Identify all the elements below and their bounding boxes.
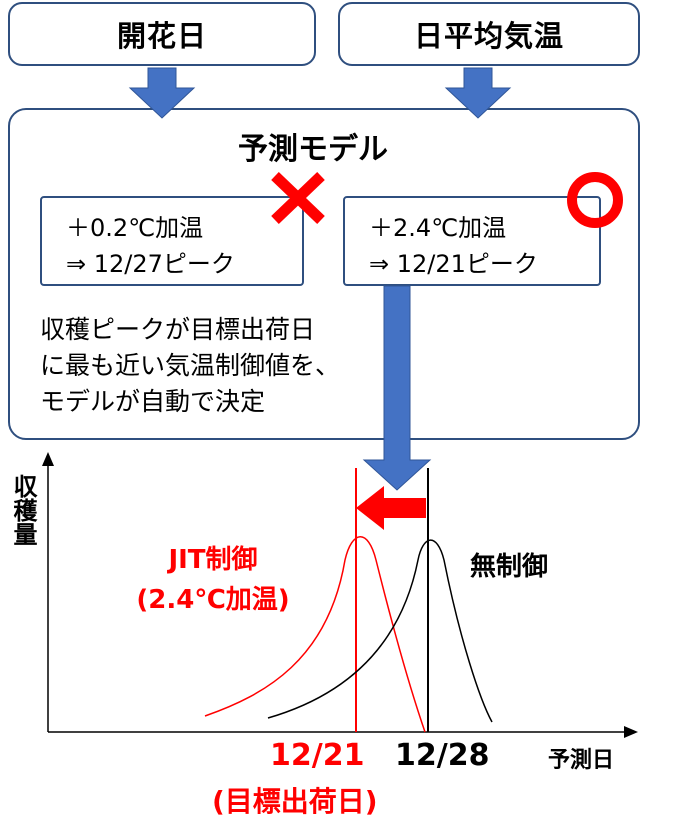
flow-arrow-left xyxy=(128,67,196,119)
daily-mean-temp-box: 日平均気温 xyxy=(338,2,640,66)
target-date-sublabel: (目標出荷日) xyxy=(212,785,378,818)
y-axis-label: 収穫量 xyxy=(9,474,37,546)
option-b-line2: ⇒ 12/21ピーク xyxy=(369,250,538,278)
shift-arrow-left xyxy=(356,486,426,530)
uncontrolled-series-label: 無制御 xyxy=(470,552,549,582)
jit-series-name: JIT制御 xyxy=(168,545,258,575)
uncontrolled-curve xyxy=(267,539,493,723)
flow-arrow-to-chart xyxy=(362,285,432,491)
model-note-line-3: モデルが自動で決定 xyxy=(40,387,266,416)
jit-control-curve xyxy=(204,536,426,733)
jit-series-label: JIT制御 (2.4℃加温) xyxy=(118,540,308,620)
model-note-line-1: 収穫ピークが目標出荷日 xyxy=(40,315,316,344)
target-date-label: 12/21 xyxy=(270,738,365,773)
x-axis-label: 予測日 xyxy=(548,748,615,773)
cross-icon xyxy=(271,172,325,224)
flowering-date-label: 開花日 xyxy=(116,19,207,53)
model-note: 収穫ピークが目標出荷日 に最も近い気温制御値を、 モデルが自動で決定 xyxy=(40,312,340,420)
option-a-line2: ⇒ 12/27ピーク xyxy=(66,250,235,278)
option-b-line1: ＋2.4℃加温 xyxy=(369,214,507,242)
x-axis-arrowhead xyxy=(624,726,638,738)
circle-icon xyxy=(567,172,623,228)
daily-mean-temp-label: 日平均気温 xyxy=(413,19,564,53)
flow-arrow-right xyxy=(444,67,512,119)
model-note-line-2: に最も近い気温制御値を、 xyxy=(40,351,341,380)
flowering-date-box: 開花日 xyxy=(8,2,316,66)
option-b-box: ＋2.4℃加温 ⇒ 12/21ピーク xyxy=(343,196,601,286)
uncontrolled-date-label: 12/28 xyxy=(395,738,490,773)
jit-series-sublabel: (2.4℃加温) xyxy=(136,585,290,615)
prediction-model-title: 予測モデル xyxy=(238,132,388,167)
y-axis-arrowhead xyxy=(42,452,54,466)
option-a-line1: ＋0.2℃加温 xyxy=(66,214,204,242)
option-a-box: ＋0.2℃加温 ⇒ 12/27ピーク xyxy=(40,196,304,286)
